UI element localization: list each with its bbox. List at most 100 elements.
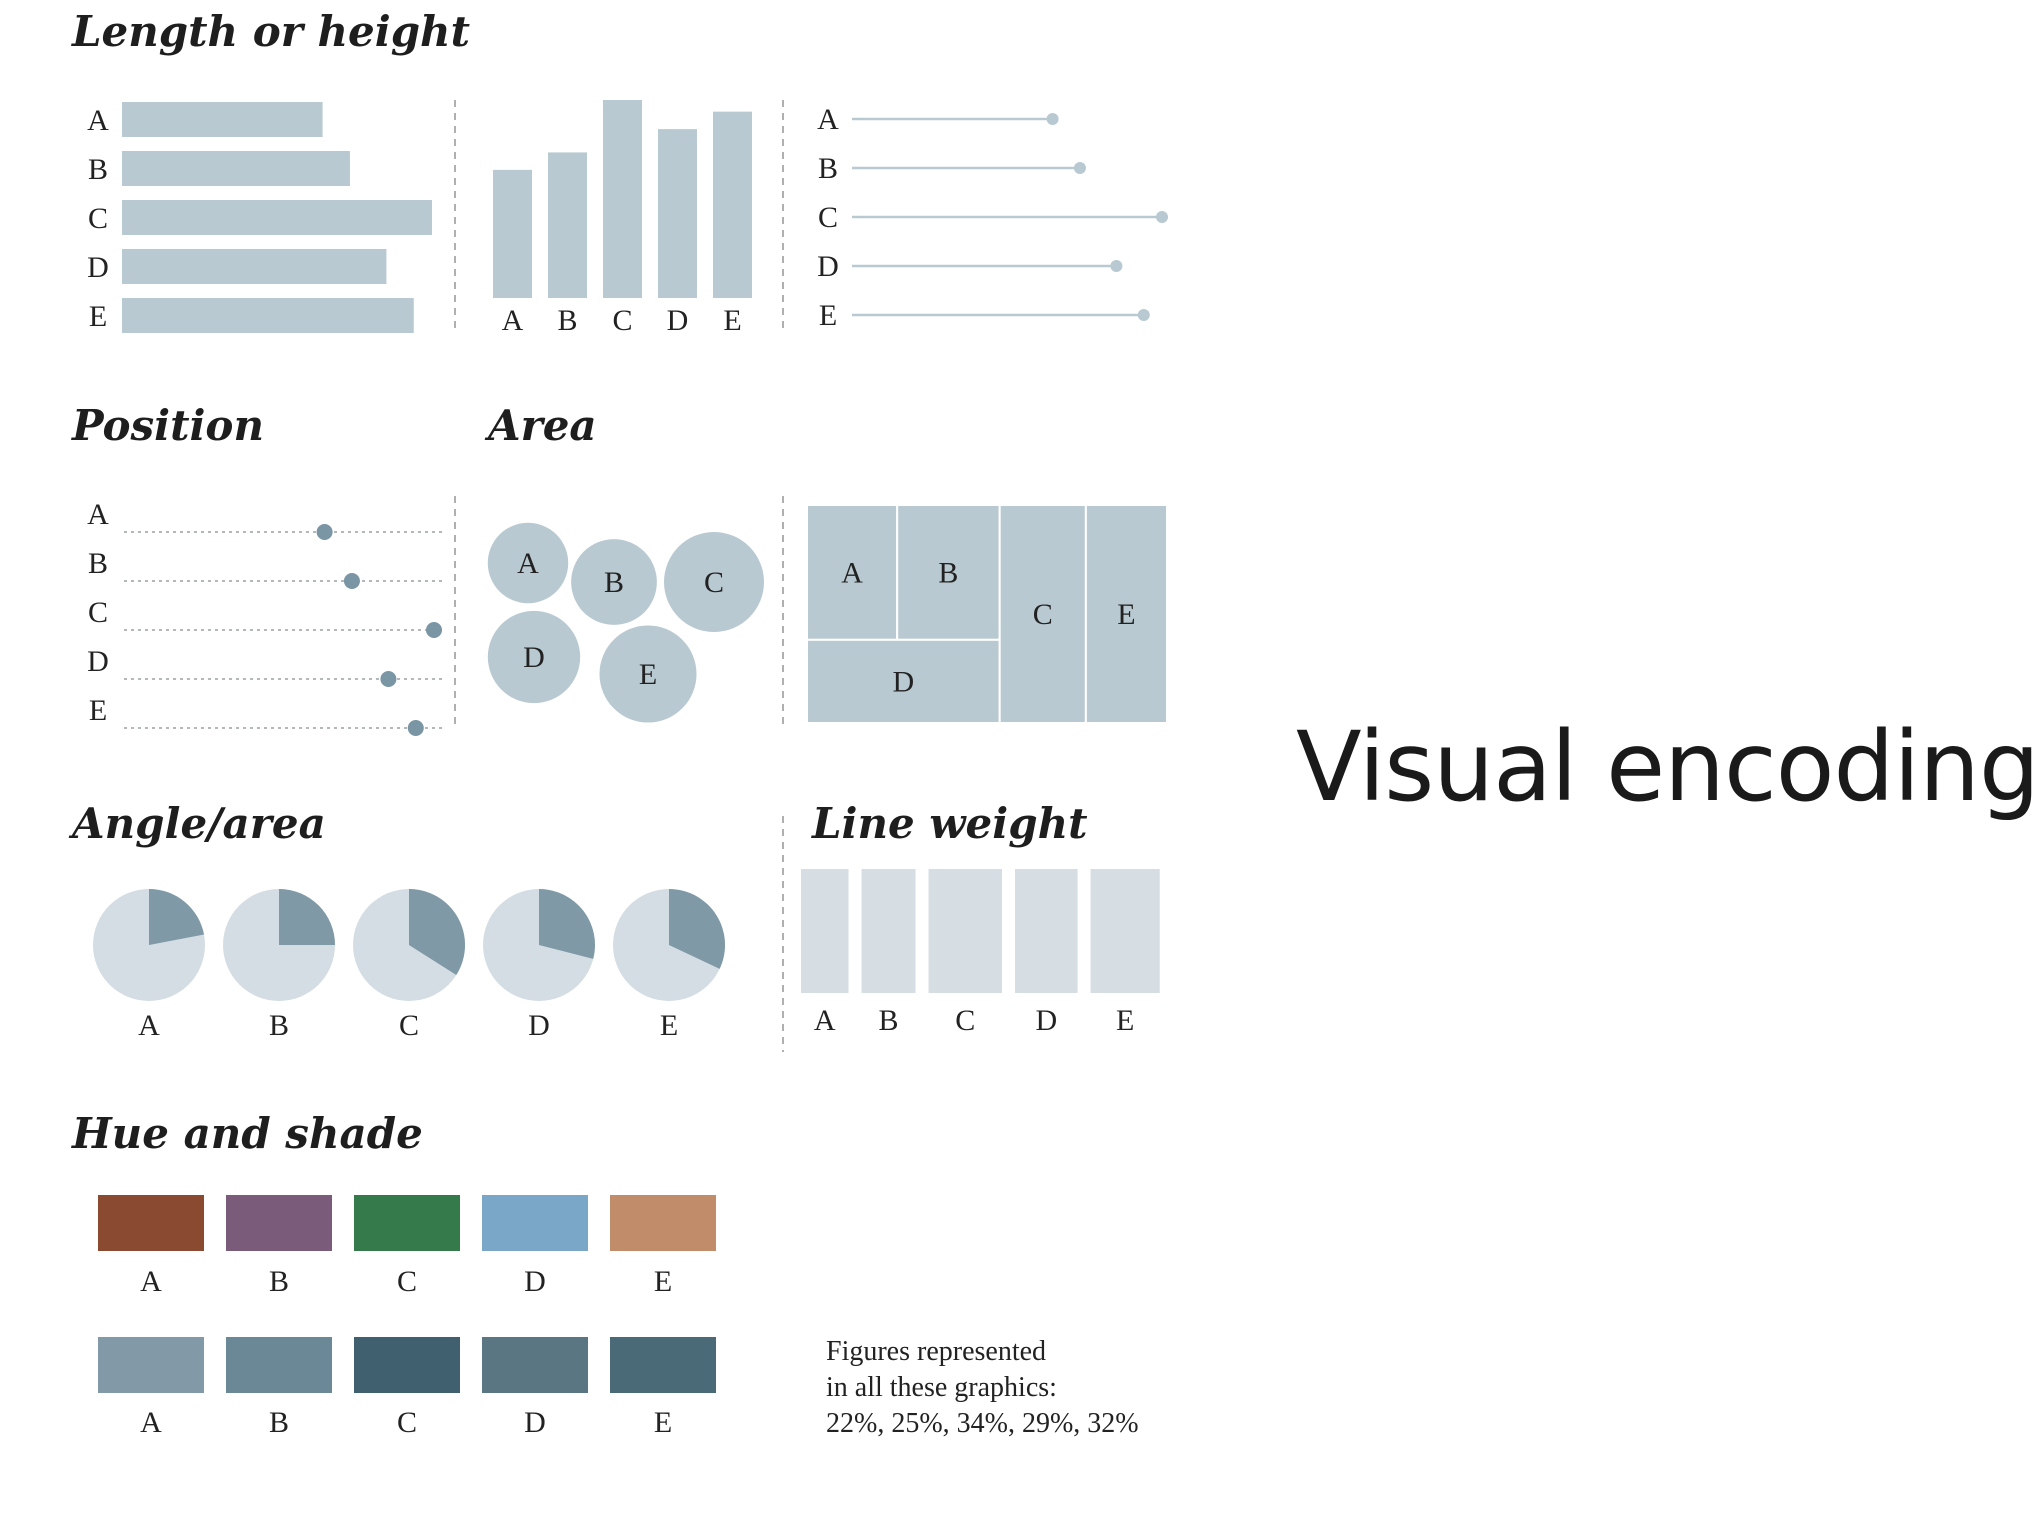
hue-label: C xyxy=(397,1265,417,1298)
heading-line-weight: Line weight xyxy=(811,799,1088,848)
weight-bar xyxy=(928,869,1002,993)
bar xyxy=(658,129,697,298)
bubble xyxy=(487,522,569,604)
bubble-label: B xyxy=(604,566,624,599)
slide-title: Visual encoding xyxy=(1296,711,2034,823)
bubble xyxy=(664,532,764,632)
bar xyxy=(122,249,387,284)
position-dot xyxy=(380,671,397,687)
bubble-area-chart: A B C D E xyxy=(487,522,764,723)
shade-swatch xyxy=(610,1337,716,1393)
bubble-label: D xyxy=(523,641,545,674)
bar-label: E xyxy=(723,304,741,337)
bar-label: D xyxy=(87,251,109,284)
hue-label: B xyxy=(269,1265,289,1298)
lollipop-dot xyxy=(1110,260,1123,272)
bar-label: C xyxy=(612,304,632,337)
lollipop-dot xyxy=(1156,211,1168,223)
treemap-cell xyxy=(1084,504,1169,724)
bar-label: D xyxy=(667,304,689,337)
heading-length-or-height: Length or height xyxy=(71,7,470,56)
line-weight-chart: A B C D E xyxy=(801,869,1160,1037)
heading-position: Position xyxy=(71,401,264,450)
weight-label: C xyxy=(955,1004,975,1037)
pie-label: A xyxy=(138,1009,160,1042)
bar-label: A xyxy=(87,104,109,137)
bar-label: B xyxy=(557,304,577,337)
weight-label: D xyxy=(1035,1004,1057,1037)
note-line-3: 22%, 25%, 34%, 29%, 32% xyxy=(826,1408,1139,1439)
bar xyxy=(713,111,752,298)
treemap-label: C xyxy=(1033,598,1053,631)
position-label: B xyxy=(88,547,108,580)
pie-slice xyxy=(669,889,725,969)
pie-slice xyxy=(409,889,465,976)
bubble-label: A xyxy=(517,547,539,580)
lollipop-label: C xyxy=(818,201,838,234)
pie-slice xyxy=(279,889,335,945)
bar-label: B xyxy=(88,153,108,186)
pie-label: D xyxy=(528,1009,550,1042)
heading-angle-area: Angle/area xyxy=(68,799,326,848)
shade-label: E xyxy=(654,1406,672,1439)
heading-area: Area xyxy=(484,401,597,450)
hue-swatch xyxy=(98,1195,204,1251)
weight-label: E xyxy=(1116,1004,1134,1037)
hue-swatch xyxy=(226,1195,332,1251)
shade-label: C xyxy=(397,1406,417,1439)
position-label: A xyxy=(87,498,109,531)
position-label: E xyxy=(89,694,107,727)
bar xyxy=(122,298,414,333)
shade-label: B xyxy=(269,1406,289,1439)
position-label: C xyxy=(88,596,108,629)
lollipop-label: D xyxy=(817,250,839,283)
lollipop-dot xyxy=(1137,309,1150,321)
bar xyxy=(493,169,532,298)
position-label: D xyxy=(87,645,109,678)
pie-label: C xyxy=(399,1009,419,1042)
weight-bar xyxy=(801,869,849,993)
bubble-label: E xyxy=(639,658,657,691)
bubble-label: C xyxy=(704,566,724,599)
position-dot xyxy=(407,720,424,736)
treemap-cell xyxy=(998,504,1087,724)
treemap-label: E xyxy=(1117,598,1135,631)
weight-label: B xyxy=(879,1004,899,1037)
bar-label: E xyxy=(89,300,107,333)
note-line-1: Figures represented xyxy=(826,1336,1046,1367)
bubble xyxy=(487,610,581,704)
bubble xyxy=(599,625,697,723)
bubble xyxy=(571,539,657,625)
treemap-label: D xyxy=(893,665,915,698)
shade-swatch xyxy=(226,1337,332,1393)
lollipop-dot xyxy=(1046,113,1059,125)
hue-label: E xyxy=(654,1265,672,1298)
treemap-chart: A B D C E xyxy=(806,504,1169,725)
shade-swatch xyxy=(98,1337,204,1393)
treemap-label: B xyxy=(938,556,958,589)
bar xyxy=(548,152,587,298)
bar-label: C xyxy=(88,202,108,235)
treemap-label: A xyxy=(841,556,863,589)
weight-label: A xyxy=(814,1004,836,1037)
lollipop-dot xyxy=(1073,162,1086,174)
bar xyxy=(122,200,432,235)
bar-label: A xyxy=(502,304,524,337)
pie-label: E xyxy=(660,1009,678,1042)
hue-label: A xyxy=(140,1265,162,1298)
treemap-cell xyxy=(806,638,1001,725)
weight-bar xyxy=(861,869,916,993)
shade-label: A xyxy=(140,1406,162,1439)
lollipop-label: A xyxy=(817,103,839,136)
shade-swatch xyxy=(482,1337,588,1393)
note-line-2: in all these graphics: xyxy=(826,1372,1057,1403)
heading-hue-and-shade: Hue and shade xyxy=(71,1109,423,1158)
bar xyxy=(122,102,323,137)
lollipop-label: B xyxy=(818,152,838,185)
